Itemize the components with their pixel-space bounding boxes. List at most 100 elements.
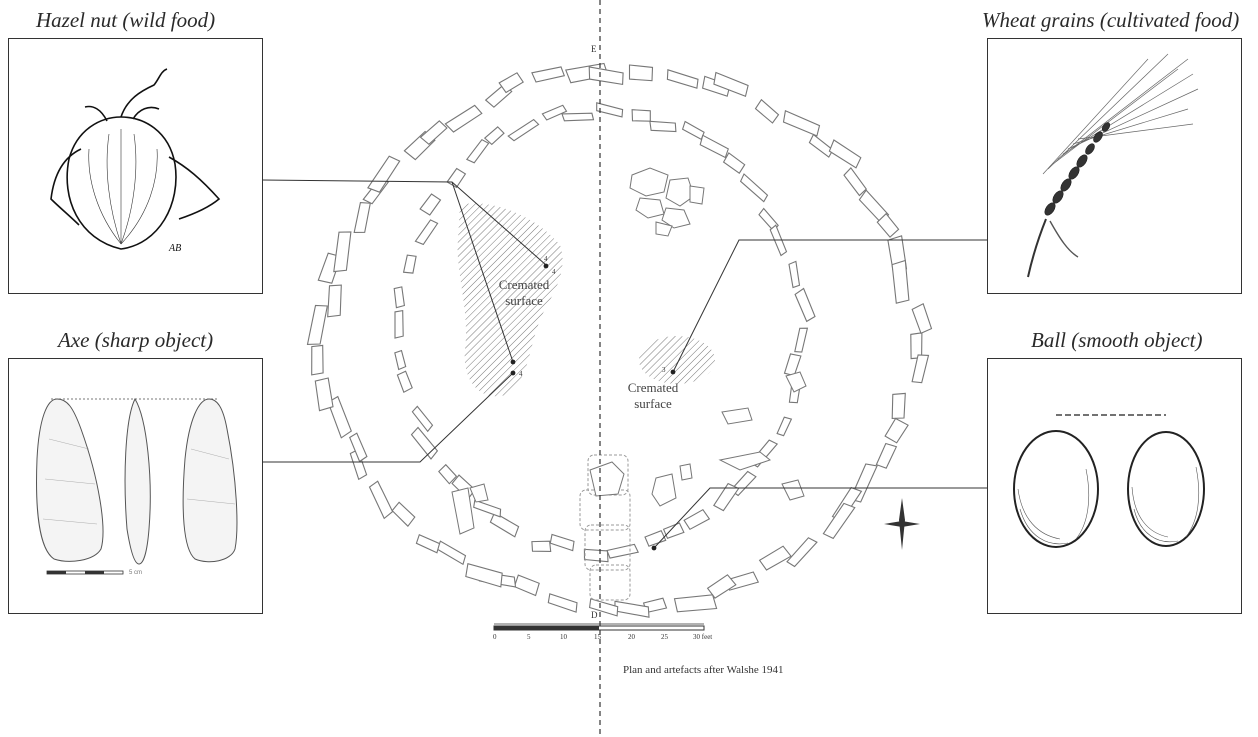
plan-credit: Plan and artefacts after Walshe 1941 (623, 664, 784, 676)
leader-lines (261, 179, 988, 549)
stone (498, 72, 524, 94)
inner-ring (393, 102, 816, 563)
hazel-monogram: AB (168, 243, 181, 254)
scale-tick: 5 (527, 633, 531, 641)
stone (396, 370, 413, 393)
scale-tick: 10 (560, 633, 567, 641)
stone (631, 109, 651, 122)
axe-profile (124, 397, 151, 565)
find-dots (510, 263, 676, 551)
cremated-label-right: Cremated surface (615, 380, 691, 412)
stone (473, 499, 502, 518)
stone (911, 303, 933, 335)
stone (794, 327, 809, 353)
find-number: 3 (662, 366, 666, 374)
scale-tick: 0 (493, 633, 497, 641)
stone (596, 102, 624, 118)
stone (828, 139, 862, 169)
stone (782, 110, 821, 137)
stone (513, 574, 540, 597)
hazel-caption: Hazel nut (wild food) (36, 8, 216, 32)
stone (306, 304, 328, 345)
ball-view-2 (1127, 431, 1205, 547)
find-number: 4 (519, 370, 523, 378)
outer-ring (306, 62, 933, 618)
wheat-illustration (1027, 53, 1199, 278)
stone (649, 120, 677, 133)
stone (754, 98, 780, 124)
stone (606, 543, 640, 559)
stone (438, 463, 458, 485)
axe-illustration: 5 cm (36, 397, 238, 576)
scale-tick: 30 feet (693, 633, 713, 641)
ball-panel (987, 358, 1242, 614)
stone (788, 260, 801, 289)
cremated-right-line1: Cremated (627, 380, 679, 395)
stone (327, 284, 342, 318)
stone (531, 540, 552, 552)
marker-bottom: D (591, 610, 598, 620)
stone (910, 332, 923, 360)
cremated-right-line2: surface (634, 396, 672, 411)
stone (583, 548, 609, 563)
stone (808, 133, 834, 158)
stone (891, 259, 910, 304)
stone (588, 66, 624, 86)
stone (843, 167, 868, 197)
stone (489, 511, 520, 538)
ball-illustration (1013, 414, 1205, 548)
cremated-left-line1: Cremated (498, 277, 550, 292)
leader-wheat (672, 239, 988, 373)
stone (713, 482, 740, 512)
stone (391, 501, 416, 528)
stone (722, 152, 746, 174)
stone (349, 432, 368, 463)
stone (822, 502, 856, 540)
stone (314, 377, 334, 412)
stone (739, 173, 769, 203)
stone (436, 540, 467, 566)
scale-tick: 15 (594, 633, 601, 641)
stone (419, 193, 442, 216)
axe-panel: 5 cm (8, 358, 263, 614)
axe-scale-label: 5 cm (129, 570, 142, 576)
central-stones (629, 167, 705, 237)
stone (367, 155, 401, 193)
cremated-area-left (457, 203, 563, 397)
axe-caption: Axe (sharp object) (58, 328, 214, 352)
leader-hazel-b (451, 181, 514, 363)
stone (419, 120, 448, 146)
stone (794, 287, 816, 323)
stone (662, 522, 685, 539)
cremated-area-right (639, 336, 715, 384)
scale-tick: 25 (661, 633, 668, 641)
stone (483, 126, 505, 146)
stone (666, 69, 699, 89)
scale-tick: 20 (628, 633, 635, 641)
stone (415, 533, 441, 554)
stone (465, 563, 503, 588)
hazel-panel: AB (8, 38, 263, 294)
stone (333, 231, 352, 273)
stone (776, 416, 793, 437)
compass-star-icon (884, 498, 920, 550)
stone (699, 134, 729, 159)
stone (414, 219, 439, 246)
cremated-left-line2: surface (505, 293, 543, 308)
stone (681, 120, 705, 141)
stone (444, 104, 483, 133)
stone (402, 254, 417, 274)
stone (884, 417, 909, 444)
stone (368, 480, 394, 520)
stone (353, 202, 371, 233)
stone (876, 212, 900, 238)
stone (327, 395, 352, 439)
stone (911, 354, 930, 384)
plan-scale-bar (493, 623, 705, 631)
stone (642, 597, 668, 614)
wheat-caption: Wheat grains (cultivated food) (982, 8, 1240, 32)
marker-top: E (591, 44, 597, 54)
stone (311, 344, 324, 376)
ball-caption: Ball (smooth object) (1031, 328, 1203, 352)
entrance-stones (579, 454, 631, 601)
